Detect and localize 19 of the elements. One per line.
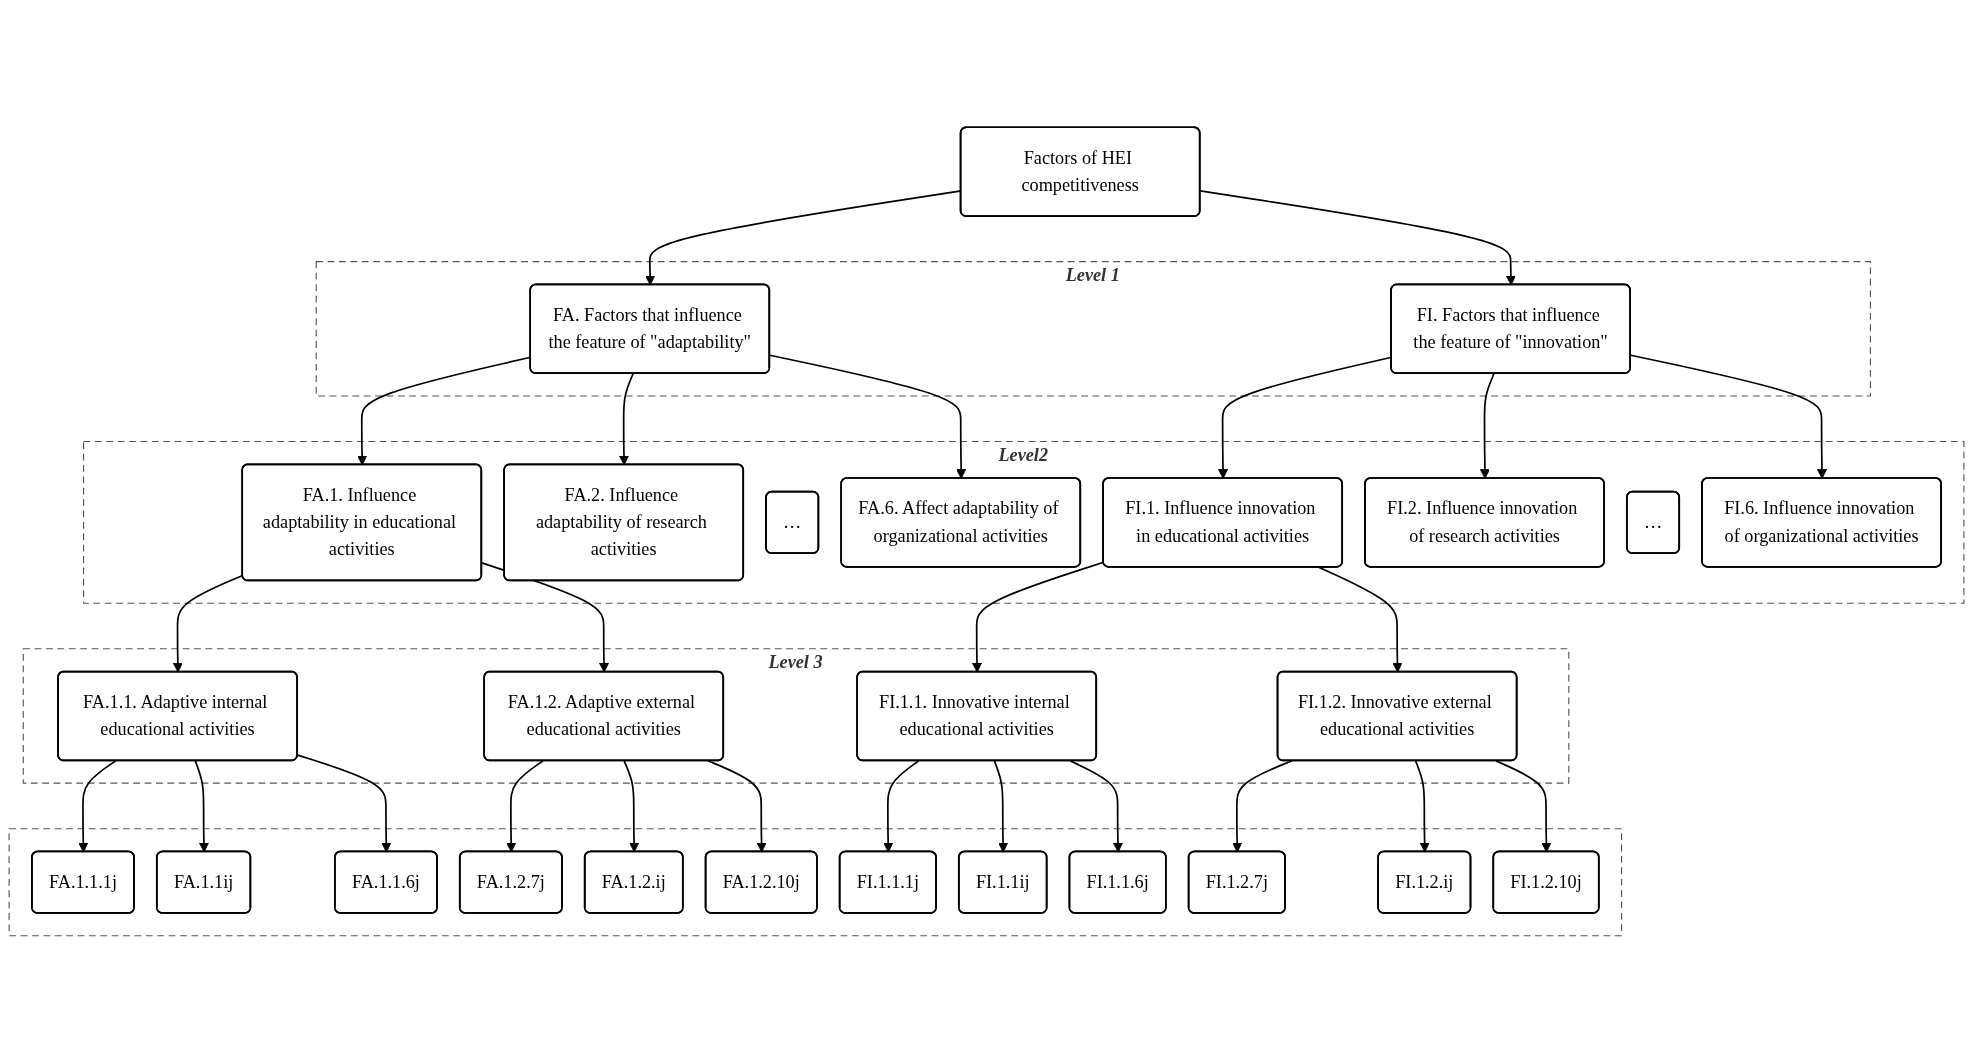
arrow (1232, 760, 1293, 853)
cluster (8, 828, 1623, 937)
arrow (1479, 372, 1495, 479)
arrow (623, 760, 640, 853)
arrow (1069, 760, 1123, 853)
arrow (1318, 566, 1403, 673)
arrow (619, 372, 634, 466)
arrow (1414, 760, 1430, 853)
arrow (883, 760, 920, 853)
arrow (78, 760, 117, 853)
arrow (1495, 760, 1552, 853)
arrow (506, 760, 544, 853)
arrow (769, 354, 967, 479)
arrow (1199, 190, 1516, 286)
arrow (993, 760, 1009, 853)
arrow (296, 754, 392, 853)
arrow (707, 760, 767, 853)
arrow (172, 574, 244, 673)
arrow (194, 760, 209, 853)
